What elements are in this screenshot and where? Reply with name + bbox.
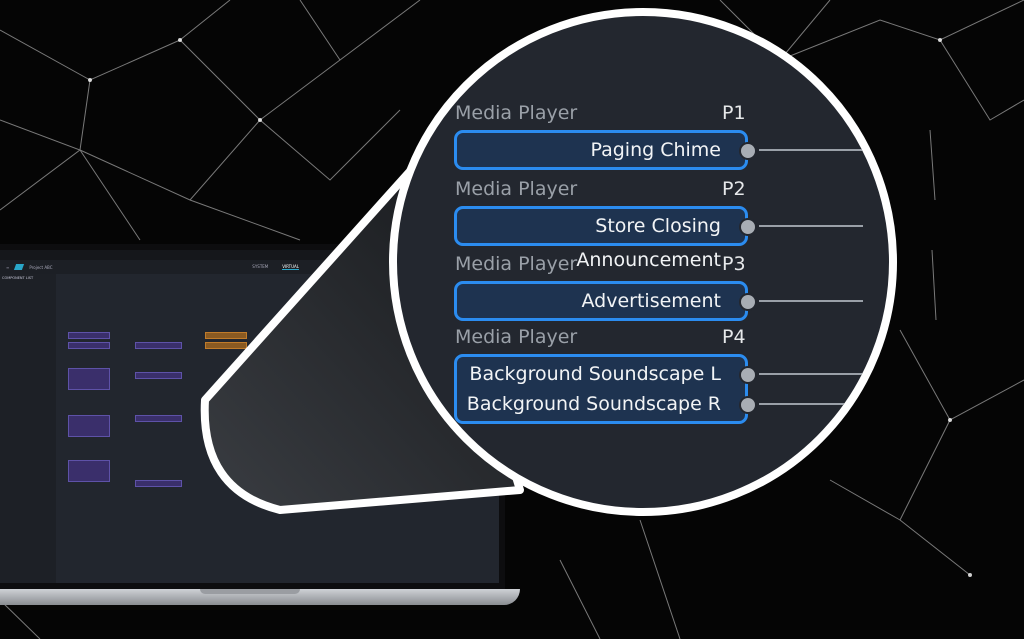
port-connector-icon[interactable]	[739, 293, 757, 311]
mini-node	[135, 480, 182, 487]
mini-node	[205, 342, 247, 349]
block-type-label: Media Player	[455, 178, 578, 200]
laptop-base	[0, 589, 520, 605]
output-port[interactable]: Paging Chime	[457, 133, 863, 167]
output-port[interactable]: Background Soundscape L	[457, 359, 863, 389]
output-port[interactable]: Store Closing Announcement	[457, 209, 863, 271]
block-type-label: Media Player	[455, 102, 578, 124]
output-port[interactable]: Background Soundscape R	[457, 389, 863, 419]
output-label: Background Soundscape L	[469, 363, 721, 385]
mini-node	[68, 368, 110, 390]
mini-node	[68, 415, 110, 437]
laptop-notch	[200, 589, 300, 594]
block-id: P3	[722, 253, 746, 275]
media-player-block-p3[interactable]: Advertisement	[454, 281, 863, 321]
block-id: P4	[722, 326, 746, 348]
output-label: Store Closing Announcement	[576, 215, 721, 271]
port-connector-icon[interactable]	[739, 218, 757, 236]
output-label: Advertisement	[581, 290, 721, 312]
component-list-panel: COMPONENT LIST	[0, 274, 56, 583]
magnifier-lens: Media Player P1 Paging Chime Media Playe…	[389, 8, 897, 516]
wire	[759, 225, 863, 227]
mini-node	[68, 332, 110, 339]
media-player-block-p1[interactable]: Paging Chime	[454, 130, 863, 170]
mini-node	[135, 415, 182, 422]
output-port[interactable]: Advertisement	[457, 284, 863, 318]
tab-virtual[interactable]: VIRTUAL	[282, 264, 299, 270]
media-player-block-p2[interactable]: Store Closing Announcement	[454, 206, 863, 271]
mini-node	[205, 332, 247, 339]
port-connector-icon[interactable]	[739, 396, 757, 414]
output-label: Background Soundscape R	[466, 393, 721, 415]
port-connector-icon[interactable]	[739, 142, 757, 160]
mini-node	[135, 372, 182, 379]
block-type-label: Media Player	[455, 326, 578, 348]
wire	[759, 300, 863, 302]
media-player-block-p4[interactable]: Background Soundscape L Background Sound…	[454, 354, 863, 424]
tab-system[interactable]: SYSTEM	[252, 264, 269, 269]
component-list-title: COMPONENT LIST	[2, 276, 34, 280]
menu-icon[interactable]: ≡	[6, 264, 10, 270]
block-id: P2	[722, 178, 746, 200]
mini-node	[135, 342, 182, 349]
block-type-label: Media Player	[455, 253, 578, 275]
port-connector-icon[interactable]	[739, 366, 757, 384]
wire	[759, 149, 863, 151]
mini-node	[68, 342, 110, 349]
project-name[interactable]: Project ABC	[29, 264, 53, 270]
wire	[759, 373, 863, 375]
mini-node	[68, 460, 110, 482]
wire	[759, 403, 863, 405]
output-label: Paging Chime	[590, 139, 721, 161]
window-titlebar	[0, 250, 499, 260]
block-id: P1	[722, 102, 746, 124]
